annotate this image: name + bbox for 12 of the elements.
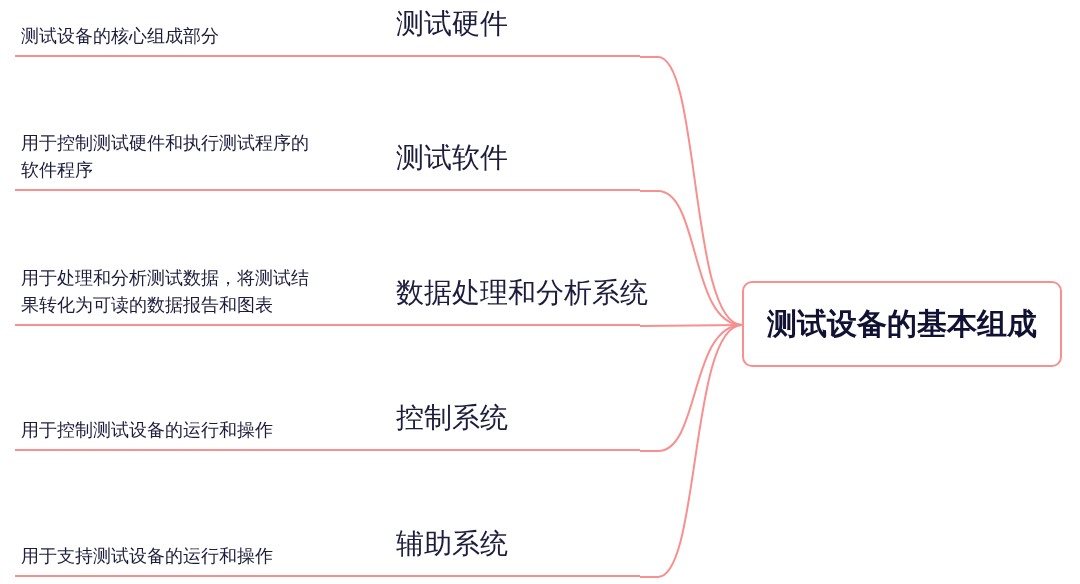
description-text: 用于控制测试设备的运行和操作 — [21, 418, 274, 442]
connector-curve — [639, 324, 743, 578]
branch-title: 数据处理和分析系统 — [396, 275, 648, 311]
branch-title: 测试软件 — [396, 140, 508, 176]
branch-title: 辅助系统 — [396, 526, 508, 562]
description-text: 用于处理和分析测试数据，将测试结果转化为可读的数据报告和图表 — [21, 266, 310, 317]
branch-title: 控制系统 — [396, 400, 508, 436]
branch-title: 测试硬件 — [396, 6, 508, 42]
description-text: 用于控制测试硬件和执行测试程序的软件程序 — [21, 131, 310, 182]
topic-box: 测试设备的基本组成 — [742, 281, 1062, 367]
description-text: 测试设备的核心组成部分 — [21, 24, 220, 48]
description-text: 用于支持测试设备的运行和操作 — [21, 544, 274, 568]
